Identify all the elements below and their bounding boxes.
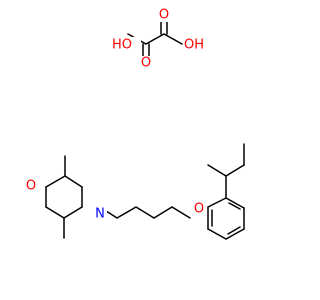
bond <box>163 33 183 45</box>
benzene-ring <box>207 197 245 240</box>
oxalic-acid <box>127 19 183 59</box>
molecule-structure: HO OH O O O N O <box>24 8 245 240</box>
ring-oxygen-label: O <box>26 179 36 194</box>
bond <box>153 206 173 219</box>
bond <box>63 206 83 219</box>
bond <box>135 206 155 219</box>
bond <box>207 228 227 240</box>
bond <box>207 164 227 177</box>
oxalic-carbonyl-oxygen-left-label: O <box>141 56 151 71</box>
atom-labels: HO OH O O O N O <box>24 8 213 222</box>
morpholine-ring <box>45 155 83 239</box>
sec-butyl-group <box>207 143 245 199</box>
bond <box>171 206 191 219</box>
bond <box>225 164 245 177</box>
oxalic-carbonyl-oxygen-right-label: O <box>159 8 169 23</box>
bond <box>145 33 165 45</box>
bond <box>64 175 83 188</box>
bond <box>225 197 245 209</box>
ring-nitrogen-label: N <box>95 207 105 222</box>
bond <box>228 202 241 210</box>
bond <box>45 206 65 219</box>
bond <box>45 175 66 188</box>
propyl-chain <box>99 206 191 219</box>
bond <box>227 226 241 235</box>
bond <box>207 197 227 208</box>
bond <box>225 228 245 240</box>
oxalic-hydroxyl-left-label: HO <box>112 38 132 53</box>
oxalic-hydroxyl-right-label: OH <box>184 38 204 53</box>
ether-oxygen-label: O <box>194 202 204 217</box>
bond <box>116 206 137 219</box>
